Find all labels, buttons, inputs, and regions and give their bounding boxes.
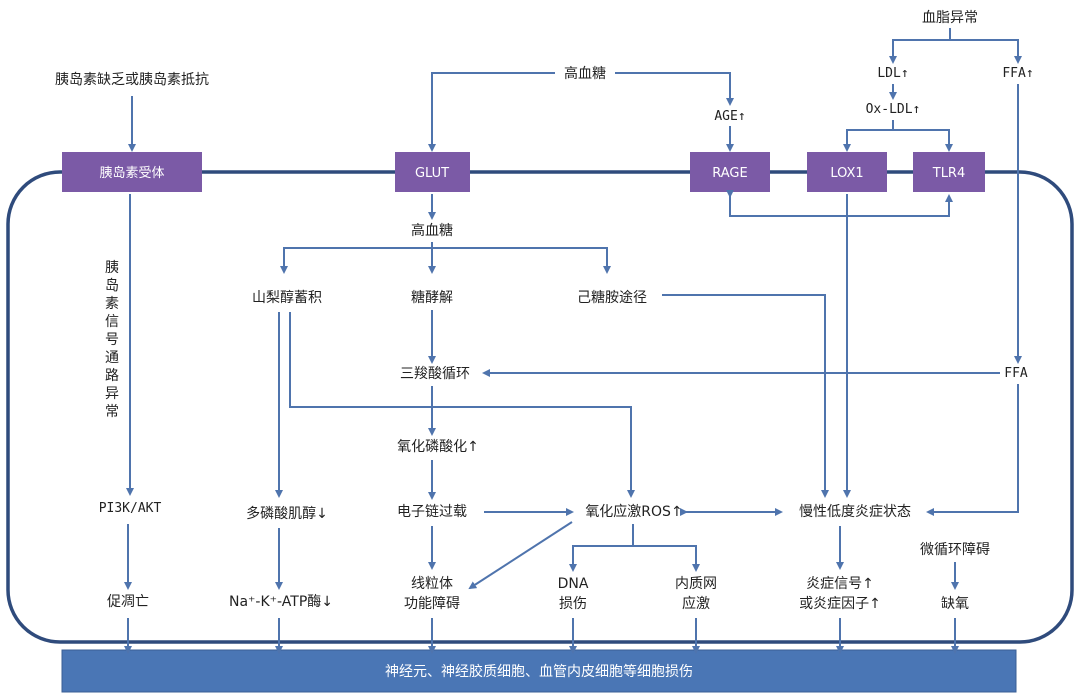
svg-text:号: 号 [105, 332, 119, 348]
etc-overload-label: 电子链过载 [397, 504, 467, 520]
tlr4-box [913, 152, 985, 192]
svg-text:通: 通 [105, 350, 119, 366]
connectors [124, 28, 1022, 654]
sorbitol-label: 山梨醇蓄积 [252, 289, 322, 306]
lox1-box [807, 152, 887, 192]
rage-box [690, 152, 770, 192]
lox1-label: LOX1 [830, 166, 863, 181]
inflammation-label: 慢性低度炎症状态 [799, 503, 911, 520]
hyperglycemia-top-label: 高血糖 [564, 65, 606, 82]
svg-text:岛: 岛 [105, 278, 119, 294]
er-label-1: 内质网 [675, 576, 717, 592]
dna-label-2: 损伤 [559, 596, 587, 612]
rage-label: RAGE [712, 166, 747, 181]
svg-text:常: 常 [105, 404, 119, 420]
intracellular-glucose-label: 高血糖 [411, 222, 453, 239]
cell-injury-label: 神经元、神经胶质细胞、血管内皮细胞等细胞损伤 [385, 663, 693, 680]
hexosamine-label: 己糖胺途径 [577, 289, 647, 306]
insulin-receptor-box [62, 152, 202, 192]
svg-text:信: 信 [105, 314, 119, 330]
arrow-dyslipidemia-to-ffa [950, 39, 1022, 64]
ox-ldl-label: Ox-LDL↑ [866, 102, 921, 117]
arrow-glucose-to-sorbitol [280, 242, 433, 274]
arrow-ffa-to-inflammation [926, 384, 1019, 516]
er-label-2: 应激 [682, 595, 710, 612]
insulin-receptor-label: 胰岛素受体 [99, 165, 164, 181]
tca-label: 三羧酸循环 [400, 366, 470, 382]
mito-label-1: 线粒体 [411, 576, 453, 592]
inflam-signal-label-1: 炎症信号↑ [806, 576, 874, 592]
arrow-hyperglycemia-to-age [615, 72, 734, 106]
glut-label: GLUT [415, 166, 449, 181]
svg-text:胰: 胰 [105, 260, 119, 276]
ffa-top-label: FFA↑ [1002, 66, 1033, 81]
arrow-dyslipidemia-to-ldl [889, 28, 951, 64]
arrow-rage-tlr4-link [726, 190, 953, 217]
arrow-glucose-to-hexosamine [432, 247, 611, 274]
glut-box [395, 152, 470, 192]
glycolysis-label: 糖酵解 [411, 290, 453, 306]
tlr4-label: TLR4 [932, 166, 966, 181]
arrow-sorbitol-to-ros [289, 312, 635, 498]
mito-label-2: 功能障碍 [404, 596, 460, 612]
age-label: AGE↑ [714, 109, 745, 124]
myo-inositol-label: 多磷酸肌醇↓ [246, 505, 328, 522]
cell-membrane [6, 170, 1074, 644]
pi3k-label: PI3K/AKT [99, 501, 162, 516]
arrow-ros-to-dna [569, 524, 634, 572]
svg-text:素: 素 [105, 296, 119, 312]
svg-text:路: 路 [105, 368, 119, 384]
inflam-signal-label-2: 或炎症因子↑ [799, 596, 881, 612]
insulin-deficiency-label: 胰岛素缺乏或胰岛素抵抗 [55, 72, 209, 88]
arrow-hexosamine-to-inflammation [662, 294, 829, 498]
dyslipidemia-label: 血脂异常 [922, 10, 978, 26]
ldl-label: LDL↑ [877, 66, 908, 81]
arrow-oxldl-to-tlr4 [893, 129, 953, 152]
na-k-atpase-label: Na⁺-K⁺-ATP酶↓ [229, 594, 333, 610]
cell-injury-bar [61, 649, 1017, 693]
svg-text:异: 异 [105, 386, 119, 402]
hypoxia-label: 缺氧 [941, 596, 969, 612]
arrow-ros-to-er [633, 545, 700, 572]
arrow-oxldl-to-lox1 [843, 120, 894, 152]
dna-label-1: DNA [558, 576, 589, 592]
ffa-label: FFA [1004, 366, 1028, 381]
oxphos-label: 氧化磷酸化↑ [397, 439, 479, 455]
insulin-signal-defect-label: 胰 岛 素 信 号 通 路 异 常 [105, 260, 119, 420]
apoptosis-label: 促凋亡 [107, 594, 149, 610]
ros-label: 氧化应激ROS↑ [585, 503, 682, 520]
arrow-hyperglycemia-to-glut [428, 72, 555, 152]
microcirc-label: 微循环障碍 [920, 542, 990, 558]
arrow-ros-to-mito [468, 521, 573, 590]
